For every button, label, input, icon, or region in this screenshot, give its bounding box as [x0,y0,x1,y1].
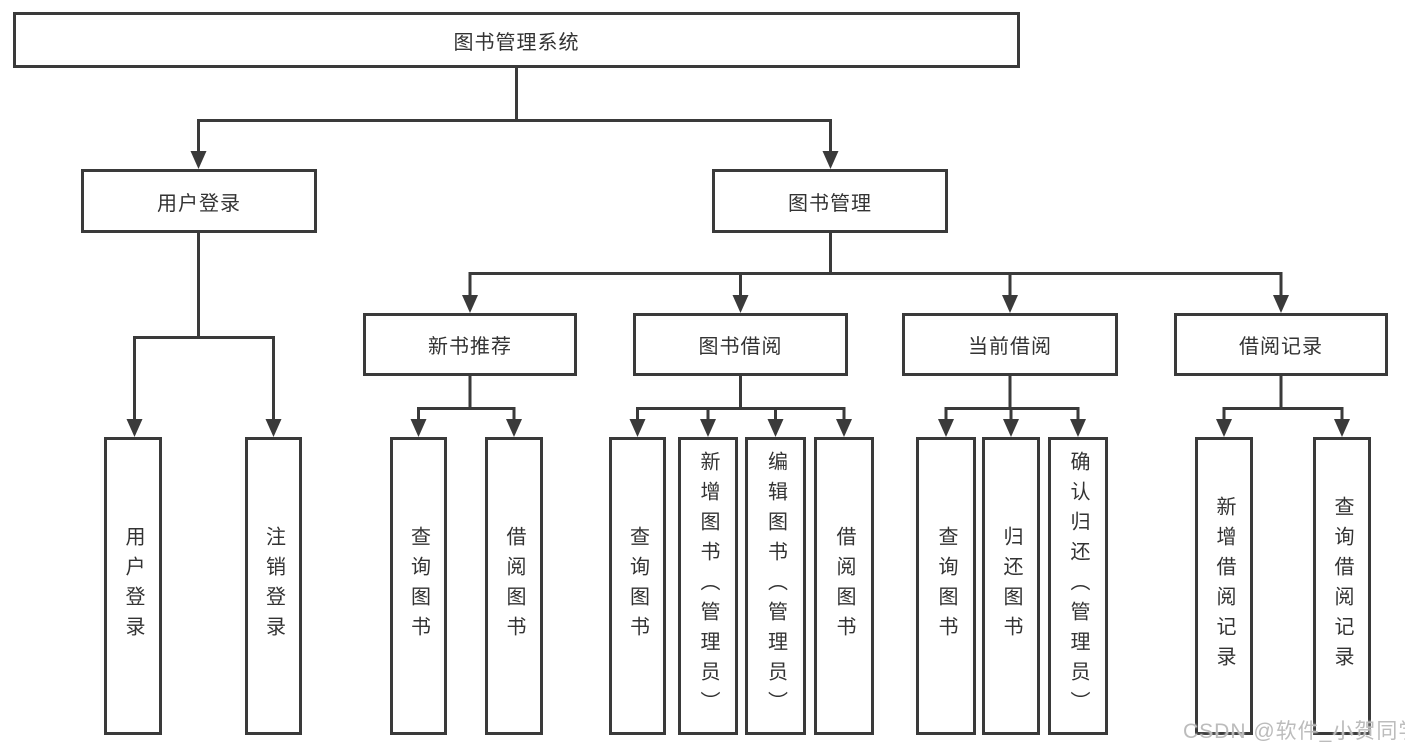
leaf-user-login: 用户登录 [104,437,162,735]
leaf-bb-add-book-admin-label: 新增图书（管理员） [697,451,719,721]
watermark: CSDN @软件_小贺同学 [1183,720,1405,743]
arrow-down-icon [1003,419,1019,437]
leaf-cb-confirm-return-admin-label: 确认归还（管理员） [1067,451,1089,721]
arrow-down-icon [767,419,784,437]
node-book-management: 图书管理 [712,169,948,233]
arrow-down-icon [190,151,207,169]
leaf-cb-return-books: 归还图书 [982,437,1040,735]
arrow-down-icon [1273,295,1289,313]
leaf-br-add-borrow-record-label: 新增借阅记录 [1213,496,1235,676]
connector [1222,376,1344,421]
arrow-down-icon [700,419,716,437]
arrow-down-icon [938,419,954,437]
leaf-cb-confirm-return-admin: 确认归还（管理员） [1048,437,1108,735]
arrow-down-icon [822,151,839,169]
node-root-label: 图书管理系统 [453,31,580,54]
leaf-cb-query-books-label: 查询图书 [935,526,957,646]
leaf-br-query-borrow-record-label: 查询借阅记录 [1331,496,1353,676]
leaf-nb-query-books: 查询图书 [390,437,447,735]
node-current-borrow: 当前借阅 [902,313,1118,376]
arrow-down-icon [1002,295,1018,313]
leaf-cb-return-books-label: 归还图书 [1000,526,1022,646]
arrow-down-icon [462,295,478,313]
connector [133,233,275,421]
leaf-user-login-label: 用户登录 [122,526,144,646]
arrow-down-icon [410,419,427,437]
leaf-br-add-borrow-record: 新增借阅记录 [1195,437,1253,735]
node-new-book-recommend: 新书推荐 [363,313,577,376]
node-new-book-recommend-label: 新书推荐 [428,336,512,358]
leaf-br-query-borrow-record: 查询借阅记录 [1313,437,1371,735]
leaf-bb-borrow-books: 借阅图书 [814,437,874,735]
connector [197,68,832,153]
node-book-management-label: 图书管理 [788,192,872,215]
leaf-bb-add-book-admin: 新增图书（管理员） [678,437,738,735]
arrow-down-icon [265,419,282,437]
node-borrow-record: 借阅记录 [1174,313,1388,376]
node-user-login: 用户登录 [81,169,317,233]
arrow-down-icon [1334,419,1350,437]
node-current-borrow-label: 当前借阅 [968,336,1052,358]
leaf-logout-label: 注销登录 [262,526,285,646]
leaf-nb-borrow-books: 借阅图书 [485,437,543,735]
connector [636,376,846,421]
leaf-bb-edit-book-admin: 编辑图书（管理员） [745,437,806,735]
node-root: 图书管理系统 [13,12,1020,68]
leaf-bb-query-books-label: 查询图书 [626,526,649,646]
leaf-nb-borrow-books-label: 借阅图书 [503,526,525,646]
leaf-bb-edit-book-admin-label: 编辑图书（管理员） [764,451,787,721]
arrow-down-icon [1070,419,1086,437]
connector [944,376,1080,421]
node-book-borrow: 图书借阅 [633,313,848,376]
arrow-down-icon [1216,419,1232,437]
leaf-bb-query-books: 查询图书 [609,437,666,735]
leaf-nb-query-books-label: 查询图书 [407,526,430,646]
connector [417,376,516,421]
connector [468,233,1283,297]
arrow-down-icon [629,419,646,437]
leaf-logout: 注销登录 [245,437,302,735]
node-book-borrow-label: 图书借阅 [698,336,783,358]
node-borrow-record-label: 借阅记录 [1239,336,1323,358]
node-user-login-label: 用户登录 [157,192,241,215]
arrow-down-icon [126,419,143,437]
arrow-down-icon [506,419,522,437]
leaf-bb-borrow-books-label: 借阅图书 [833,526,855,646]
arrow-down-icon [836,419,852,437]
arrow-down-icon [732,295,749,313]
leaf-cb-query-books: 查询图书 [916,437,976,735]
